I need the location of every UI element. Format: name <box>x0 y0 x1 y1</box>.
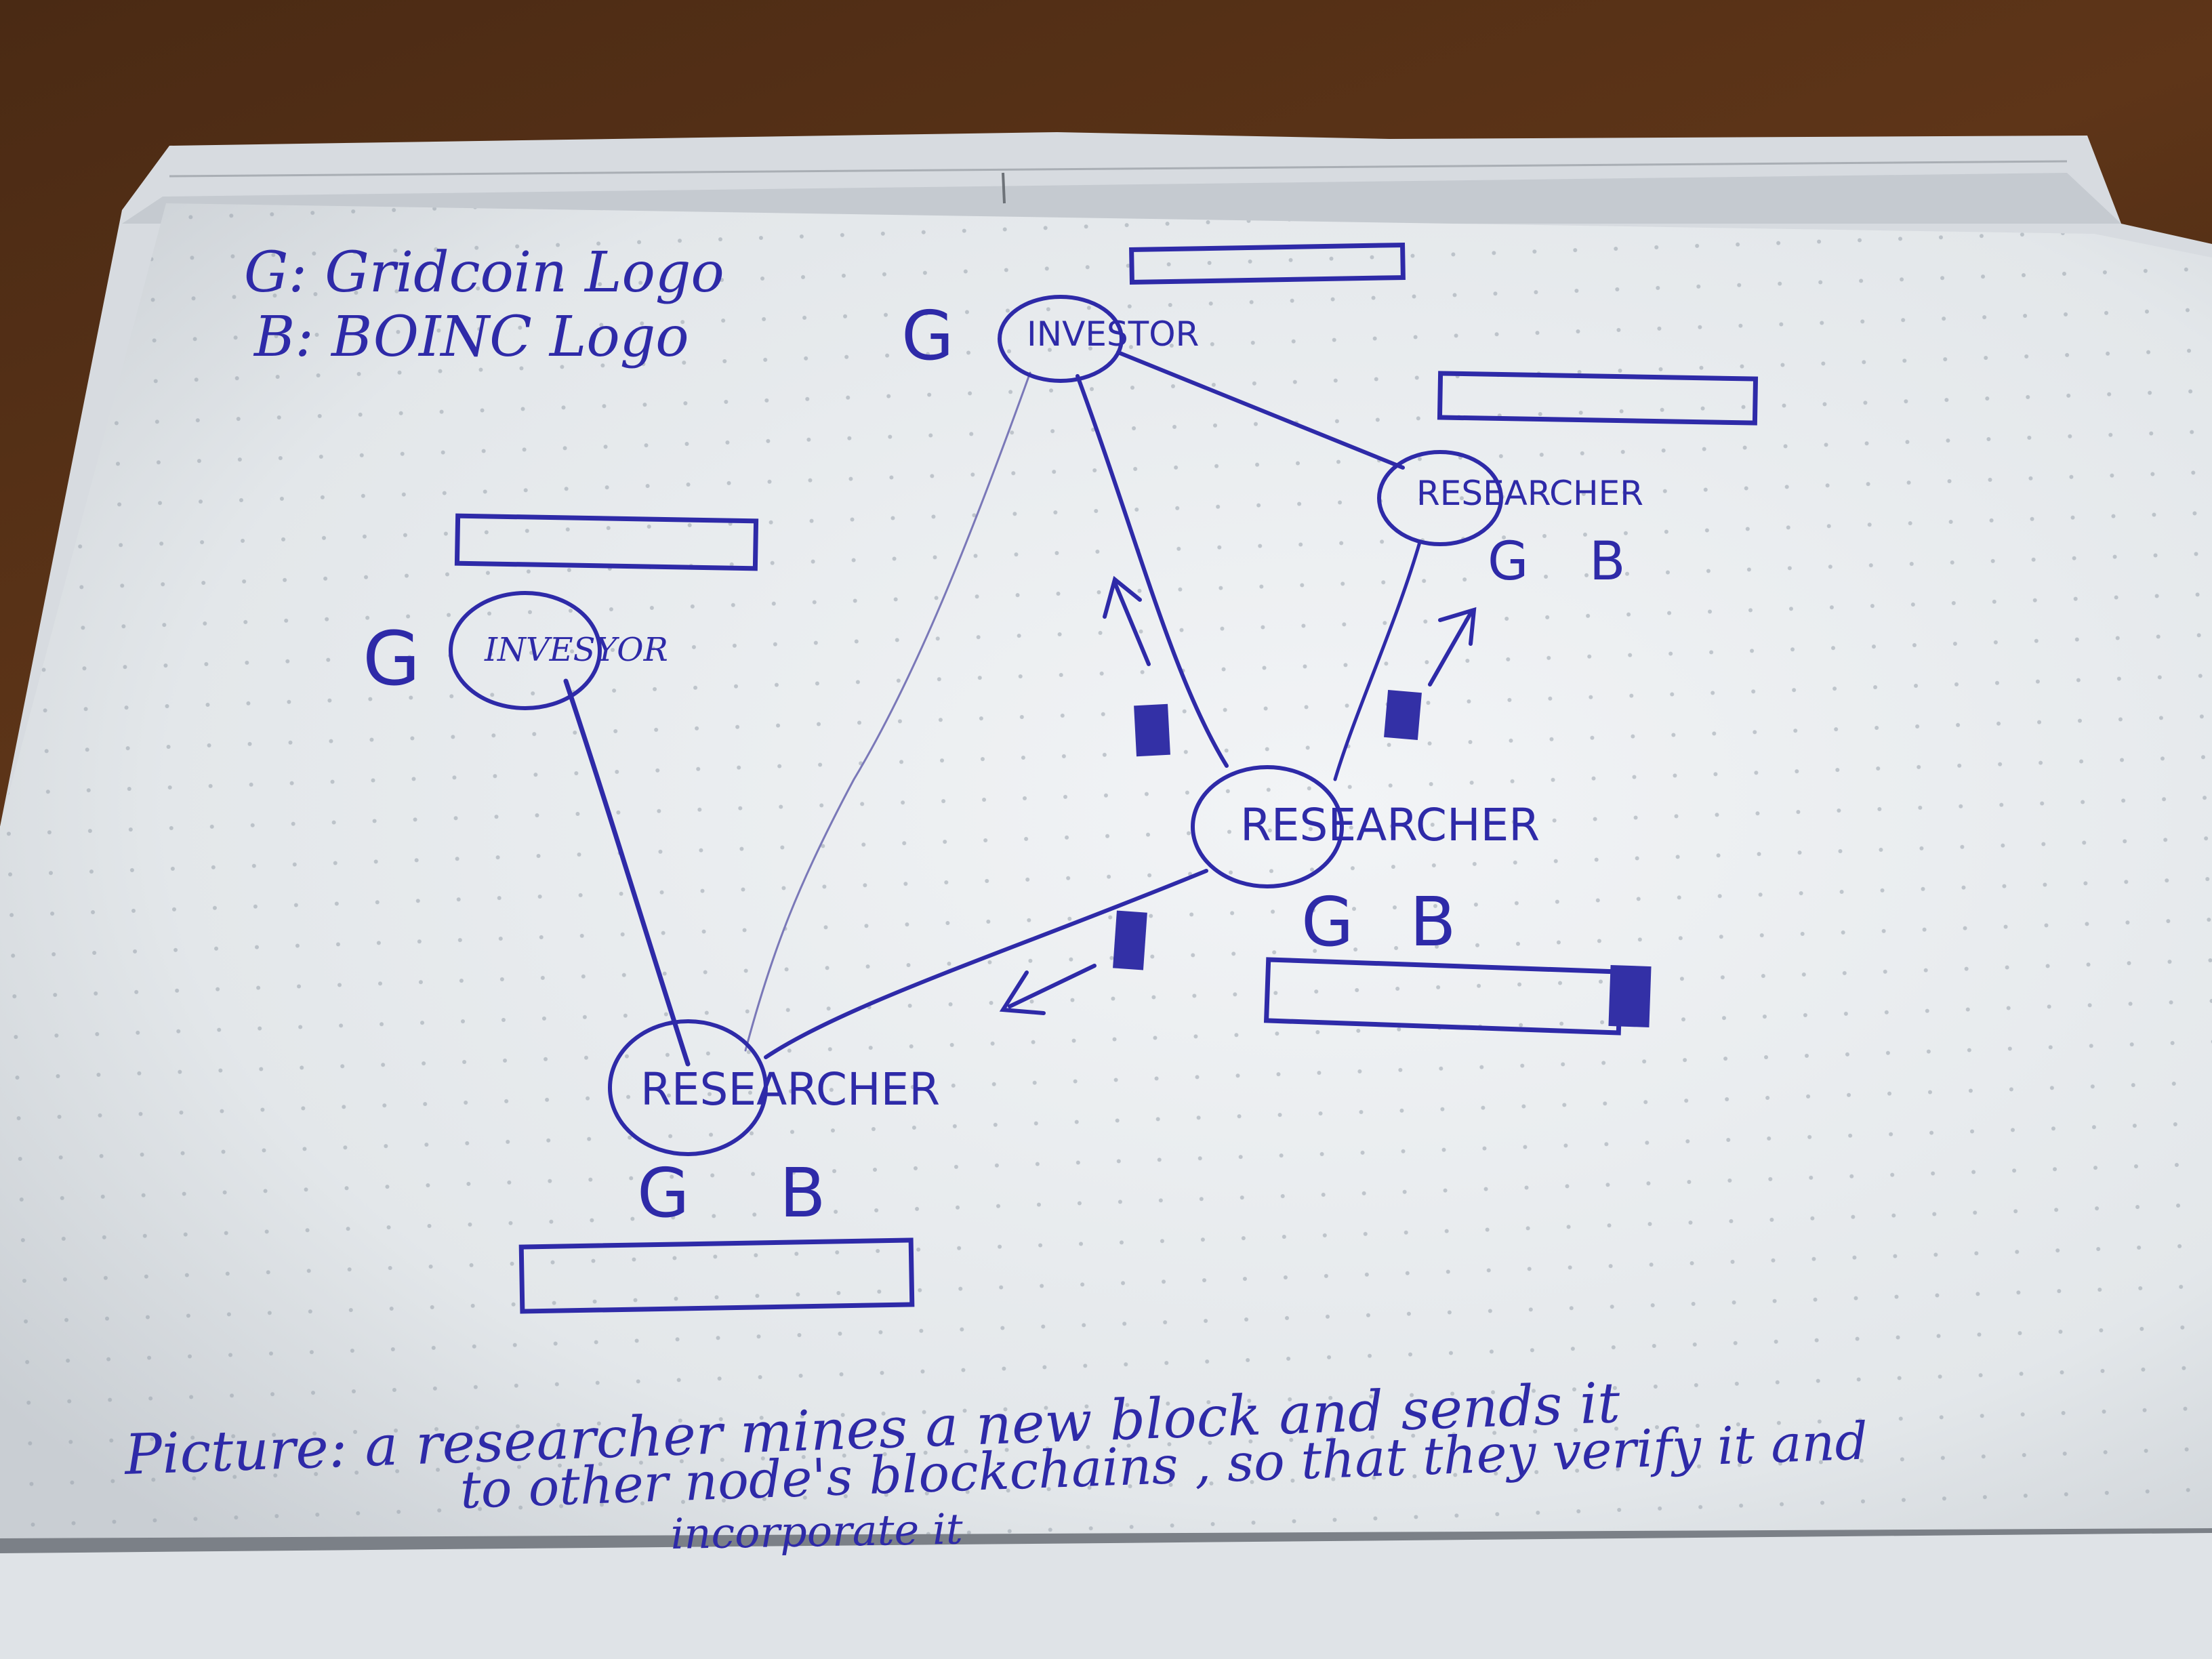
gridcoin-badge: G <box>901 296 954 375</box>
blockchain-bar-investor-left <box>454 513 759 571</box>
gridcoin-badge: G <box>637 1153 690 1233</box>
node-investor-left: INVESYOR G <box>363 591 668 710</box>
edge-investor-top-to-researcher-top-right <box>1116 350 1405 470</box>
node-researcher-center: RESEARCHER G B <box>1191 765 1540 962</box>
node-investor-top: INVESTOR G <box>901 295 1199 383</box>
arrow-up-left-icon <box>1103 575 1151 666</box>
page-line-1 <box>169 160 2068 178</box>
edge-researcher-top-right-to-researcher-center <box>1333 540 1422 781</box>
connections <box>563 350 1422 1067</box>
edge-investor-top-to-researcher-bottom <box>744 371 1031 1052</box>
edge-investor-left-to-researcher-bottom <box>563 678 691 1067</box>
blockchain-bar-researcher-bottom <box>518 1237 915 1314</box>
node-label: INVESTOR <box>1027 314 1199 354</box>
next-page <box>0 1528 2212 1659</box>
node-researcher-bottom: RESEARCHER G B <box>608 1019 940 1233</box>
gridcoin-badge: G <box>1488 531 1528 592</box>
node-label: RESEARCHER <box>640 1063 940 1115</box>
page-gap <box>0 1528 2212 1553</box>
legend-gridcoin: G: Gridcoin Logo <box>244 241 724 305</box>
block-icon <box>1134 703 1170 757</box>
edge-investor-top-to-researcher-center <box>1076 374 1229 768</box>
page-line-2 <box>1002 172 1006 204</box>
node-label: INVESYOR <box>484 631 668 669</box>
dot-grid <box>0 203 2212 1538</box>
new-block-appended <box>1608 964 1652 1028</box>
node-label: RESEARCHER <box>1416 474 1643 513</box>
arrows <box>999 575 1477 1015</box>
node-label: RESEARCHER <box>1240 799 1540 851</box>
gridcoin-badge: G <box>363 615 420 702</box>
blockchain-bar-investor-top <box>1129 242 1406 285</box>
legend-boinc: B: BOINC Logo <box>253 305 689 369</box>
boinc-badge: B <box>1589 531 1626 592</box>
notebook <box>0 132 2212 1659</box>
caption: Picture: a researcher mines a new block … <box>122 1371 1868 1559</box>
arrow-down-left-icon <box>999 964 1097 1015</box>
gridcoin-badge: G <box>1301 882 1354 962</box>
boinc-badge: B <box>1410 882 1456 962</box>
block-icon <box>1113 910 1147 970</box>
arrow-up-right-icon <box>1428 607 1477 687</box>
boinc-badge: B <box>779 1153 826 1233</box>
edge-researcher-center-to-researcher-bottom <box>764 869 1208 1059</box>
legend: G: Gridcoin Logo B: BOINC Logo <box>244 241 724 369</box>
caption-line-3: incorporate it <box>670 1504 963 1559</box>
node-researcher-top-right: RESEARCHER G B <box>1377 450 1643 592</box>
block-icon <box>1384 689 1422 741</box>
blocks <box>1113 689 1422 970</box>
blockchain-bar-researcher-top-right <box>1437 371 1759 426</box>
